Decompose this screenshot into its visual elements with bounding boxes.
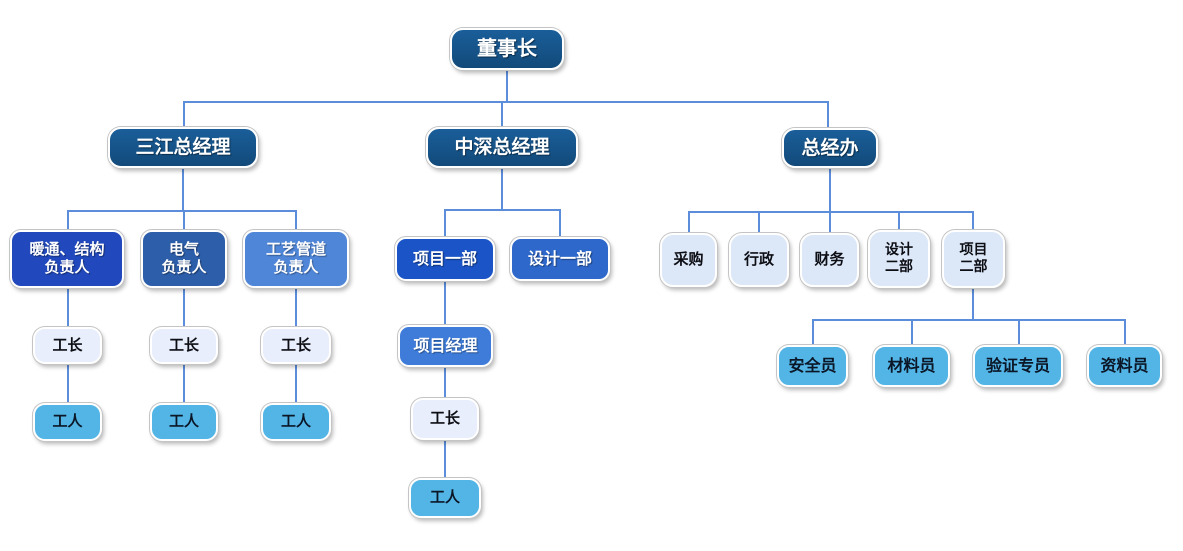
node-label: 行政 bbox=[743, 250, 774, 269]
node-label: 工人 bbox=[168, 412, 199, 431]
connector-line bbox=[688, 211, 974, 213]
org-node-materials-officer: 材料员 bbox=[873, 345, 950, 387]
node-label: 项目一部 bbox=[412, 248, 477, 268]
connector-line bbox=[829, 168, 831, 213]
org-node-administration: 行政 bbox=[729, 233, 789, 287]
org-node-chairman: 董事长 bbox=[450, 28, 564, 70]
connector-line bbox=[1124, 319, 1126, 345]
node-label: 三江总经理 bbox=[135, 136, 231, 159]
node-label: 暖通、结构 bbox=[29, 240, 105, 259]
org-node-foreman-3: 工长 bbox=[261, 327, 331, 364]
node-label: 安全员 bbox=[788, 355, 837, 375]
node-label: 工长 bbox=[168, 335, 199, 354]
connector-line bbox=[827, 101, 829, 128]
connector-line bbox=[67, 364, 69, 403]
org-node-foreman-1: 工长 bbox=[33, 327, 102, 364]
connector-line bbox=[688, 211, 690, 233]
connector-line bbox=[444, 209, 446, 238]
node-label: 设计 bbox=[885, 242, 913, 259]
node-label: 验证专员 bbox=[985, 355, 1050, 375]
node-label: 项目经理 bbox=[413, 335, 478, 355]
node-label: 工人 bbox=[429, 488, 460, 507]
node-label: 负责人 bbox=[44, 258, 90, 276]
org-node-worker-3: 工人 bbox=[261, 403, 331, 441]
node-label: 工长 bbox=[429, 409, 460, 428]
connector-line bbox=[295, 364, 297, 403]
connector-line bbox=[506, 70, 508, 103]
connector-line bbox=[67, 210, 297, 212]
org-node-project-manager: 项目经理 bbox=[398, 325, 493, 367]
connector-line bbox=[758, 211, 760, 233]
org-node-zhongshen-gm: 中深总经理 bbox=[426, 127, 578, 168]
connector-line bbox=[972, 288, 974, 320]
node-label: 材料员 bbox=[887, 355, 936, 375]
connector-line bbox=[911, 319, 913, 345]
org-node-verification-specialist: 验证专员 bbox=[973, 345, 1063, 387]
connector-line bbox=[444, 209, 561, 211]
node-label: 采购 bbox=[673, 250, 704, 269]
org-node-electrical-lead: 电气 负责人 bbox=[141, 230, 227, 288]
connector-line bbox=[444, 440, 446, 478]
org-node-project-dept-1: 项目一部 bbox=[395, 237, 495, 281]
node-label: 总经办 bbox=[801, 136, 859, 159]
connector-line bbox=[1018, 319, 1020, 345]
connector-line bbox=[444, 281, 446, 325]
node-label: 工长 bbox=[52, 335, 83, 354]
org-node-design-dept-2: 设计 二部 bbox=[868, 230, 930, 288]
org-node-project-dept-2: 项目 二部 bbox=[942, 230, 1005, 288]
node-label: 工长 bbox=[280, 335, 311, 354]
connector-line bbox=[559, 209, 561, 238]
connector-line bbox=[183, 288, 185, 327]
connector-line bbox=[812, 319, 1124, 321]
node-label: 项目 bbox=[959, 242, 988, 259]
connector-line bbox=[295, 288, 297, 327]
connector-line bbox=[67, 288, 69, 327]
connector-line bbox=[67, 210, 69, 231]
connector-line bbox=[183, 101, 185, 127]
node-label: 中深总经理 bbox=[454, 136, 550, 159]
org-node-worker-2: 工人 bbox=[150, 403, 218, 441]
node-label: 二部 bbox=[885, 259, 913, 275]
connector-line bbox=[829, 211, 831, 233]
node-label: 财务 bbox=[814, 250, 845, 269]
node-label: 资料员 bbox=[1100, 355, 1149, 375]
connector-line bbox=[183, 210, 185, 231]
connector-line bbox=[501, 101, 503, 127]
org-node-foreman-2: 工长 bbox=[150, 327, 218, 364]
connector-line bbox=[812, 319, 814, 345]
connector-line bbox=[182, 168, 184, 212]
node-label: 二部 bbox=[959, 259, 988, 275]
connector-line bbox=[501, 168, 503, 211]
node-label: 负责人 bbox=[273, 258, 319, 276]
node-label: 工人 bbox=[280, 412, 311, 431]
org-node-finance: 财务 bbox=[800, 233, 859, 287]
org-node-worker-1: 工人 bbox=[33, 403, 102, 441]
node-label: 电气 bbox=[168, 240, 199, 259]
org-node-design-dept-1: 设计一部 bbox=[510, 237, 610, 281]
org-node-sanjiang-gm: 三江总经理 bbox=[108, 127, 258, 168]
node-label: 负责人 bbox=[161, 258, 207, 276]
org-node-foreman-mid: 工长 bbox=[411, 398, 479, 440]
node-label: 工艺管道 bbox=[265, 240, 326, 259]
org-node-safety-officer: 安全员 bbox=[777, 345, 848, 387]
org-node-hvac-structure-lead: 暖通、结构 负责人 bbox=[10, 230, 124, 288]
org-node-worker-mid: 工人 bbox=[409, 478, 481, 518]
connector-line bbox=[444, 367, 446, 398]
org-node-documentation-officer: 资料员 bbox=[1087, 345, 1162, 387]
node-label: 工人 bbox=[52, 412, 83, 431]
connector-line bbox=[183, 101, 829, 103]
connector-line bbox=[295, 210, 297, 231]
org-node-procurement: 采购 bbox=[660, 233, 717, 287]
connector-line bbox=[972, 211, 974, 232]
connector-line bbox=[183, 364, 185, 403]
node-label: 董事长 bbox=[477, 36, 537, 61]
org-node-piping-lead: 工艺管道 负责人 bbox=[243, 230, 349, 288]
connector-line bbox=[898, 211, 900, 232]
org-node-gm-office: 总经办 bbox=[782, 128, 878, 168]
node-label: 设计一部 bbox=[527, 248, 592, 268]
